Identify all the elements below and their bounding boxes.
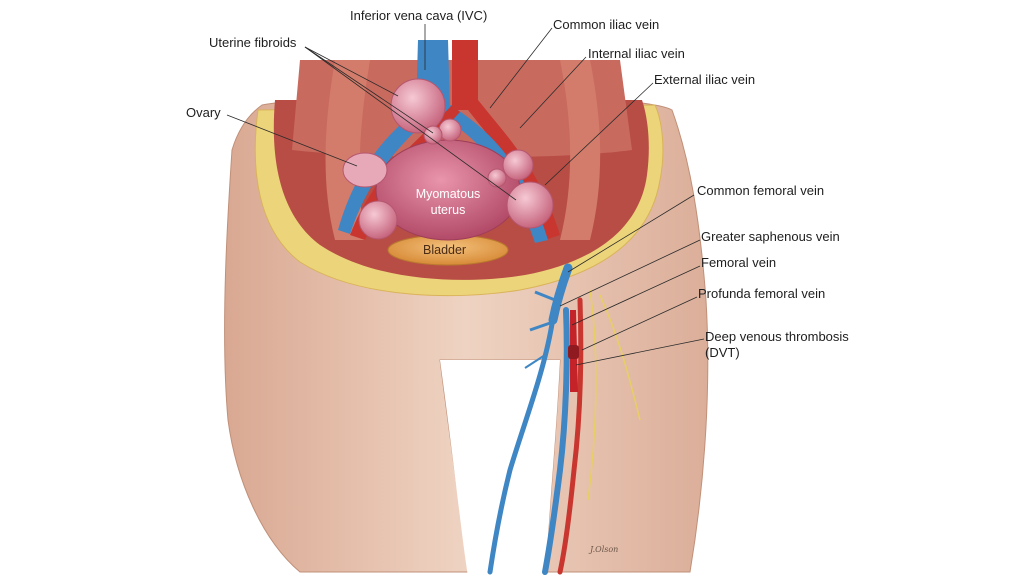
label-common-femoral-vein: Common femoral vein xyxy=(697,183,825,198)
fibroid-small-b xyxy=(423,125,443,145)
fibroid-left-low xyxy=(358,200,398,240)
label-myomatous-line1: Myomatous xyxy=(415,187,481,201)
leader-profunda xyxy=(581,296,698,351)
nerve-a xyxy=(587,289,597,501)
artist-signature: J.Olson xyxy=(590,545,619,554)
leader-femoral xyxy=(571,265,701,326)
psoas-right xyxy=(560,60,601,240)
label-internal-iliac-vein: Internal iliac vein xyxy=(588,46,685,61)
femoral-vein-vessel xyxy=(542,307,570,575)
label-ovary: Ovary xyxy=(186,105,221,120)
fibroid-right-a xyxy=(502,149,534,181)
branch-vein-c xyxy=(524,354,546,369)
label-bladder: Bladder xyxy=(423,243,467,257)
left-iliac-vein xyxy=(338,108,432,234)
fibroid-right-c xyxy=(487,168,507,188)
fibroid-top xyxy=(390,78,446,134)
leader-fibroids-a xyxy=(304,46,399,97)
label-profunda-femoral-vein: Profunda femoral vein xyxy=(698,286,826,301)
leader-greater-saphenous xyxy=(559,239,701,307)
leader-external-iliac xyxy=(544,82,654,186)
leader-fibroids-b xyxy=(304,46,434,134)
label-dvt-line1: Deep venous thrombosis xyxy=(705,329,849,344)
leader-common-iliac xyxy=(489,27,553,109)
leader-lines xyxy=(226,24,705,366)
fibroid-right-b xyxy=(506,181,554,229)
dvt-clot-b xyxy=(568,345,579,359)
greater-saphenous-vessel xyxy=(487,315,556,575)
nerve-b xyxy=(599,294,641,421)
label-dvt-line2: (DVT) xyxy=(705,345,740,360)
label-ivc: Inferior vena cava (IVC) xyxy=(350,8,488,23)
branch-vein-b xyxy=(529,320,554,332)
fibroid-small-a xyxy=(438,118,462,142)
aorta-vessel xyxy=(452,40,478,110)
leader-internal-iliac xyxy=(519,56,587,129)
femoral-artery-vessel xyxy=(557,297,584,575)
label-myomatous-line2: uterus xyxy=(430,203,466,217)
branch-vein-a xyxy=(534,290,556,302)
label-external-iliac-vein: External iliac vein xyxy=(654,72,756,87)
leader-common-femoral xyxy=(567,194,695,273)
leader-fibroids-c xyxy=(304,46,517,201)
label-common-iliac-vein: Common iliac vein xyxy=(553,17,660,32)
label-uterine-fibroids: Uterine fibroids xyxy=(209,35,297,50)
leader-dvt xyxy=(575,338,705,366)
leader-ovary xyxy=(226,114,358,167)
label-femoral-vein: Femoral vein xyxy=(701,255,777,270)
ovary-organ xyxy=(342,152,388,188)
label-greater-saphenous-vein: Greater saphenous vein xyxy=(701,229,840,244)
